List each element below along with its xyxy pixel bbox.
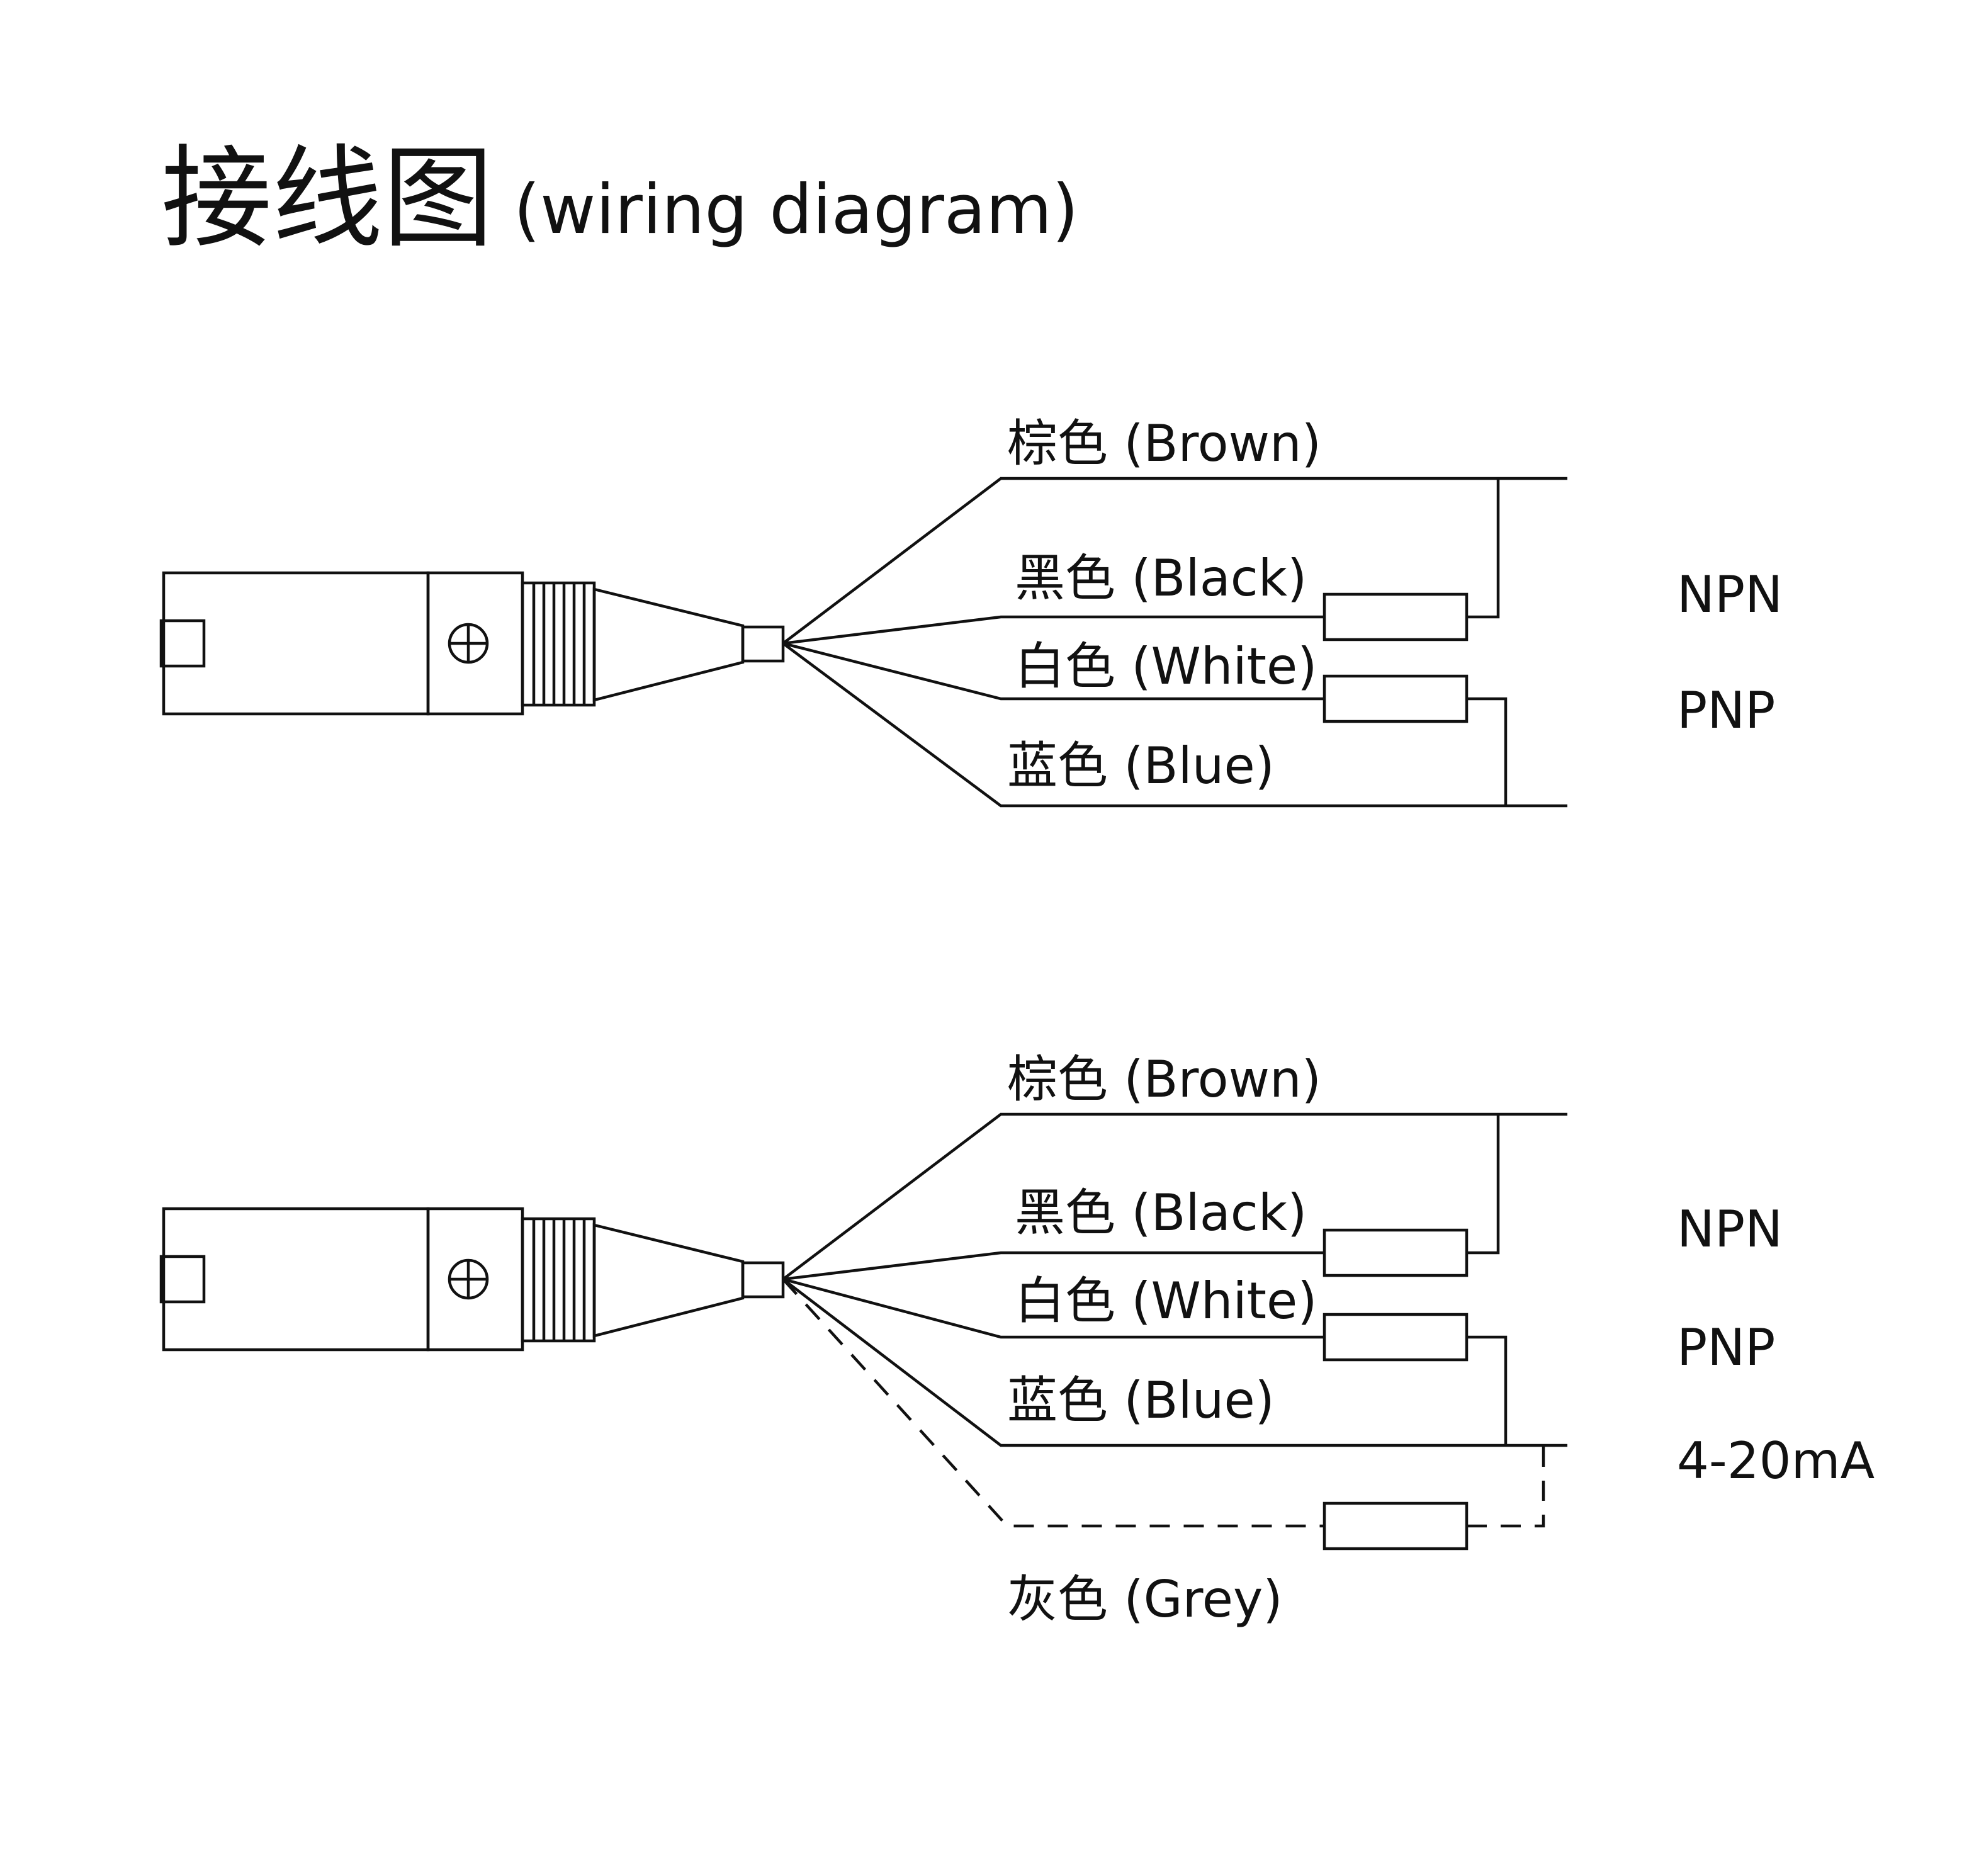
wire-grey-dashed — [782, 1278, 1324, 1528]
sensor-cable-tip — [741, 1261, 785, 1299]
load-resistor-analog — [1323, 1501, 1469, 1551]
diagram-bottom: 棕色 (Brown) 黑色 (Black) 白色 (White) 蓝色 (Blu… — [159, 1050, 1875, 1629]
wire-black — [782, 1251, 1324, 1281]
wire-label-white: 白色 (White) — [1015, 1272, 1317, 1330]
wire-label-blue: 蓝色 (Blue) — [1007, 1371, 1275, 1430]
sensor-top-icon — [159, 571, 785, 716]
sensor-cable-tip — [741, 625, 785, 663]
load-resistor-pnp — [1323, 1313, 1469, 1362]
output-label-pnp: PNP — [1677, 681, 1775, 740]
load-resistor-pnp — [1323, 674, 1469, 723]
wires-top — [782, 477, 1567, 808]
page-title-zh: 接线图 — [161, 134, 494, 263]
wire-label-brown: 棕色 (Brown) — [1007, 1050, 1321, 1109]
wires-bottom — [782, 1112, 1567, 1528]
analog-connector-dashed — [1467, 1445, 1545, 1528]
output-label-npn: NPN — [1677, 565, 1783, 624]
sensor-cone — [592, 1223, 745, 1338]
wire-black — [782, 615, 1324, 645]
wire-blue — [782, 642, 1567, 808]
page-title-en: (wiring diagram) — [514, 171, 1078, 249]
wire-label-white: 白色 (White) — [1015, 637, 1317, 696]
output-label-npn: NPN — [1677, 1200, 1783, 1258]
page-title: 接线图 (wiring diagram) — [161, 134, 1078, 263]
sensor-bottom-icon — [159, 1207, 785, 1352]
wire-label-grey: 灰色 (Grey) — [1007, 1570, 1283, 1629]
diagram-top: 棕色 (Brown) 黑色 (Black) 白色 (White) 蓝色 (Blu… — [159, 414, 1783, 808]
load-resistor-npn — [1323, 592, 1469, 641]
npn-connector — [1467, 1114, 1500, 1255]
wire-brown — [782, 477, 1567, 645]
wire-brown — [782, 1112, 1567, 1280]
load-resistor-npn — [1323, 1228, 1469, 1277]
wire-label-brown: 棕色 (Brown) — [1007, 414, 1321, 473]
wire-white — [782, 1277, 1324, 1339]
wire-label-black: 黑色 (Black) — [1015, 549, 1307, 607]
output-label-analog: 4-20mA — [1677, 1432, 1875, 1490]
sensor-notch — [159, 619, 206, 668]
pnp-connector — [1467, 1335, 1508, 1445]
sensor-cone — [592, 587, 745, 702]
npn-connector — [1467, 478, 1500, 619]
pnp-connector — [1467, 697, 1508, 806]
wire-blue — [782, 1278, 1567, 1447]
wire-label-black: 黑色 (Black) — [1015, 1184, 1307, 1242]
output-label-pnp: PNP — [1677, 1318, 1775, 1377]
wire-white — [782, 641, 1324, 701]
wire-label-blue: 蓝色 (Blue) — [1007, 737, 1275, 795]
sensor-notch — [159, 1255, 206, 1304]
